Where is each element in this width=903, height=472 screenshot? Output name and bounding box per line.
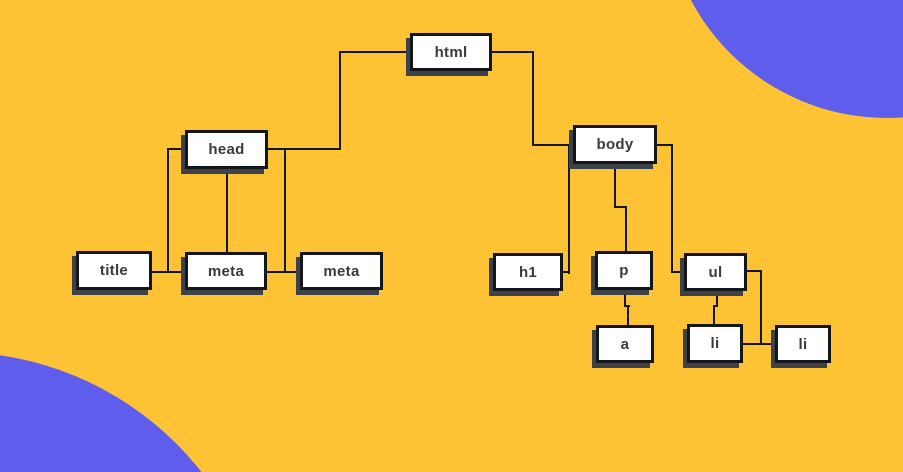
edge-ul-li2-v <box>760 270 762 345</box>
node-meta-1-label: meta <box>207 262 245 280</box>
edge-ul-li2-h <box>745 270 762 272</box>
node-p: p <box>595 251 653 290</box>
node-h1: h1 <box>493 253 563 291</box>
edge-body-ul-v <box>671 144 673 273</box>
node-head-label: head <box>208 141 245 158</box>
edge-head-meta2-v <box>284 148 286 273</box>
edge-body-p-v2 <box>625 206 627 255</box>
node-head: head <box>185 130 268 169</box>
node-li-2-label: li <box>798 335 808 353</box>
decor-circle-top-right <box>665 0 903 118</box>
edge-body-ul-hook <box>671 271 686 273</box>
edge-body-h1-v <box>568 144 570 274</box>
edge-html-body-v <box>532 51 534 146</box>
node-a: a <box>596 325 654 363</box>
node-body-label: body <box>596 136 634 153</box>
node-title: title <box>76 251 152 290</box>
node-h1-label: h1 <box>518 263 538 281</box>
edge-html-head-h1 <box>339 51 411 53</box>
node-li-1-label: li <box>710 335 720 352</box>
node-body: body <box>573 125 657 164</box>
edge-body-p-v1 <box>614 161 616 208</box>
edge-head-title-h <box>167 148 187 150</box>
edge-meta-meta-h <box>265 271 302 273</box>
node-html: html <box>410 33 492 71</box>
node-ul: ul <box>684 253 747 291</box>
edge-html-body-h1 <box>490 51 534 53</box>
decor-circle-bottom-left <box>0 352 268 472</box>
node-ul-label: ul <box>708 263 723 281</box>
edge-html-head-v <box>339 51 341 150</box>
edge-head-title-v <box>167 148 169 273</box>
node-meta-1: meta <box>185 252 267 290</box>
edge-ul-li1-jog <box>713 305 718 307</box>
edge-body-p-jog <box>614 206 627 208</box>
edge-li-li-h <box>741 343 777 345</box>
edge-body-h1-hook <box>561 271 570 273</box>
node-html-label: html <box>434 43 468 61</box>
node-li-2: li <box>775 325 831 363</box>
edge-html-body-h2 <box>532 144 575 146</box>
edge-title-meta-h <box>148 271 187 273</box>
node-meta-2: meta <box>300 252 383 290</box>
edge-p-a-v2 <box>627 305 629 327</box>
node-a-label: a <box>620 335 630 353</box>
edge-ul-li1-v1 <box>716 288 718 307</box>
edge-head-meta1-v <box>226 167 228 254</box>
edge-html-head-h2 <box>266 148 341 150</box>
edge-body-ul-h1 <box>655 144 673 146</box>
edge-ul-li1-v2 <box>713 305 715 326</box>
node-title-label: title <box>99 262 129 279</box>
edge-p-a-v1 <box>624 288 626 307</box>
node-li-1: li <box>687 324 743 363</box>
node-p-label: p <box>619 262 629 279</box>
node-meta-2-label: meta <box>323 262 360 280</box>
